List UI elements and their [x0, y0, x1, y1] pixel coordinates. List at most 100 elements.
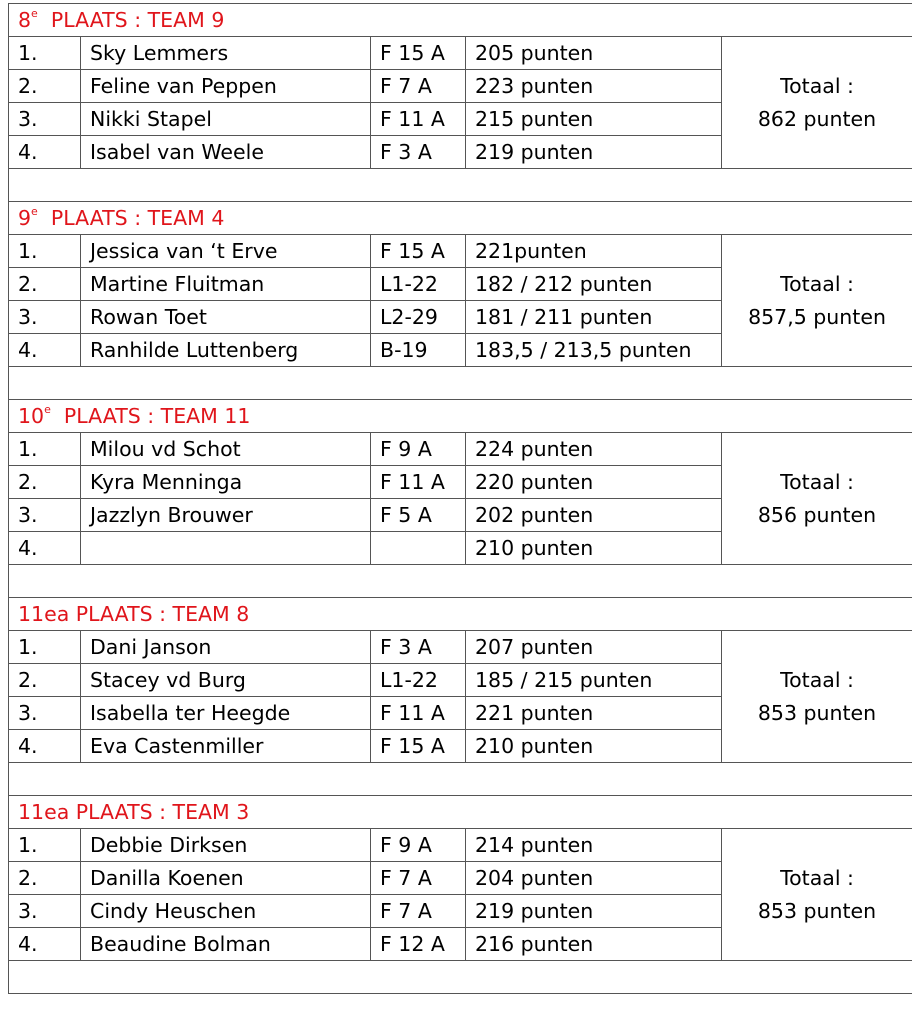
spacer-cell	[7, 168, 912, 202]
member-score: 219 punten	[465, 894, 722, 928]
member-score: 214 punten	[465, 828, 722, 862]
member-pos: 2.	[8, 861, 81, 895]
member-pos: 4.	[8, 135, 81, 169]
member-score: 223 punten	[465, 69, 722, 103]
spacer-row	[7, 366, 912, 400]
member-cat: F 9 A	[370, 828, 466, 862]
team-total: Totaal : 853 punten	[720, 828, 912, 961]
member-cat: F 11 A	[370, 696, 466, 730]
team-title: PLAATS : TEAM 9	[50, 7, 225, 32]
member-name: Cindy Heuschen	[80, 894, 371, 928]
member-pos: 4.	[8, 729, 81, 763]
team-header-row: 10e PLAATS : TEAM 11	[7, 399, 912, 433]
member-name: Milou vd Schot	[80, 432, 371, 466]
team-title: PLAATS : TEAM 4	[50, 205, 225, 230]
member-pos: 4.	[8, 531, 81, 565]
member-pos: 3.	[8, 498, 81, 532]
member-score: 205 punten	[465, 36, 722, 70]
member-cat	[370, 531, 466, 565]
total-label: Totaal :	[780, 271, 854, 296]
team-total: Totaal : 862 punten	[720, 36, 912, 169]
member-pos: 1.	[8, 432, 81, 466]
total-label: Totaal :	[780, 469, 854, 494]
total-value: 857,5 punten	[748, 304, 886, 329]
member-score: 181 / 211 punten	[465, 300, 722, 334]
member-name: Beaudine Bolman	[80, 927, 371, 961]
spacer-row	[7, 762, 912, 796]
member-name: Debbie Dirksen	[80, 828, 371, 862]
member-pos: 2.	[8, 267, 81, 301]
member-cat: B-19	[370, 333, 466, 367]
member-cat: F 11 A	[370, 102, 466, 136]
spacer-cell	[7, 366, 912, 400]
total-value: 853 punten	[757, 700, 877, 725]
total-label: Totaal :	[780, 73, 854, 98]
member-cat: F 15 A	[370, 36, 466, 70]
spacer-row	[7, 168, 912, 202]
member-cat: L1-22	[370, 267, 466, 301]
member-score: 215 punten	[465, 102, 722, 136]
member-pos: 2.	[8, 69, 81, 103]
member-cat: F 15 A	[370, 234, 466, 268]
member-cat: F 12 A	[370, 927, 466, 961]
member-name	[80, 531, 371, 565]
member-name: Sky Lemmers	[80, 36, 371, 70]
team-header-row: 11ea PLAATS : TEAM 8	[7, 597, 912, 631]
total-label: Totaal :	[780, 865, 854, 890]
member-cat: L2-29	[370, 300, 466, 334]
member-score: 219 punten	[465, 135, 722, 169]
total-value: 853 punten	[757, 898, 877, 923]
team-rank-suffix: e	[31, 204, 38, 218]
total-value: 862 punten	[757, 106, 877, 131]
member-score: 221 punten	[465, 696, 722, 730]
member-score: 185 / 215 punten	[465, 663, 722, 697]
team-rank-suffix: e	[44, 402, 51, 416]
team-title: PLAATS : TEAM 3	[75, 799, 250, 824]
team-header-row: 9e PLAATS : TEAM 4	[7, 201, 912, 235]
member-name: Isabella ter Heegde	[80, 696, 371, 730]
member-score: 204 punten	[465, 861, 722, 895]
member-name: Danilla Koenen	[80, 861, 371, 895]
team-total: Totaal :853 punten	[720, 630, 912, 763]
spacer-row	[7, 564, 912, 598]
member-pos: 4.	[8, 927, 81, 961]
member-cat: F 11 A	[370, 465, 466, 499]
member-pos: 2.	[8, 663, 81, 697]
member-name: Rowan Toet	[80, 300, 371, 334]
team-rank: 8	[18, 7, 32, 32]
member-name: Jessica van ‘t Erve	[80, 234, 371, 268]
team-rank: 10	[18, 403, 45, 428]
member-name: Dani Janson	[80, 630, 371, 664]
member-pos: 4.	[8, 333, 81, 367]
team-header: 11ea PLAATS : TEAM 8	[7, 597, 912, 631]
member-score: 221punten	[465, 234, 722, 268]
member-pos: 1.	[8, 36, 81, 70]
member-name: Feline van Peppen	[80, 69, 371, 103]
member-pos: 1.	[8, 828, 81, 862]
member-row: 4.210 punten	[8, 531, 912, 565]
member-cat: L1-22	[370, 663, 466, 697]
member-name: Kyra Menninga	[80, 465, 371, 499]
member-cat: F 9 A	[370, 432, 466, 466]
member-score: 210 punten	[465, 729, 722, 763]
member-score: 202 punten	[465, 498, 722, 532]
team-rank-suffix: e	[31, 6, 38, 20]
team-title: PLAATS : TEAM 11	[63, 403, 251, 428]
member-pos: 3.	[8, 102, 81, 136]
spacer-row	[7, 960, 912, 994]
member-cat: F 5 A	[370, 498, 466, 532]
team-header-row: 8e PLAATS : TEAM 9	[7, 3, 912, 37]
